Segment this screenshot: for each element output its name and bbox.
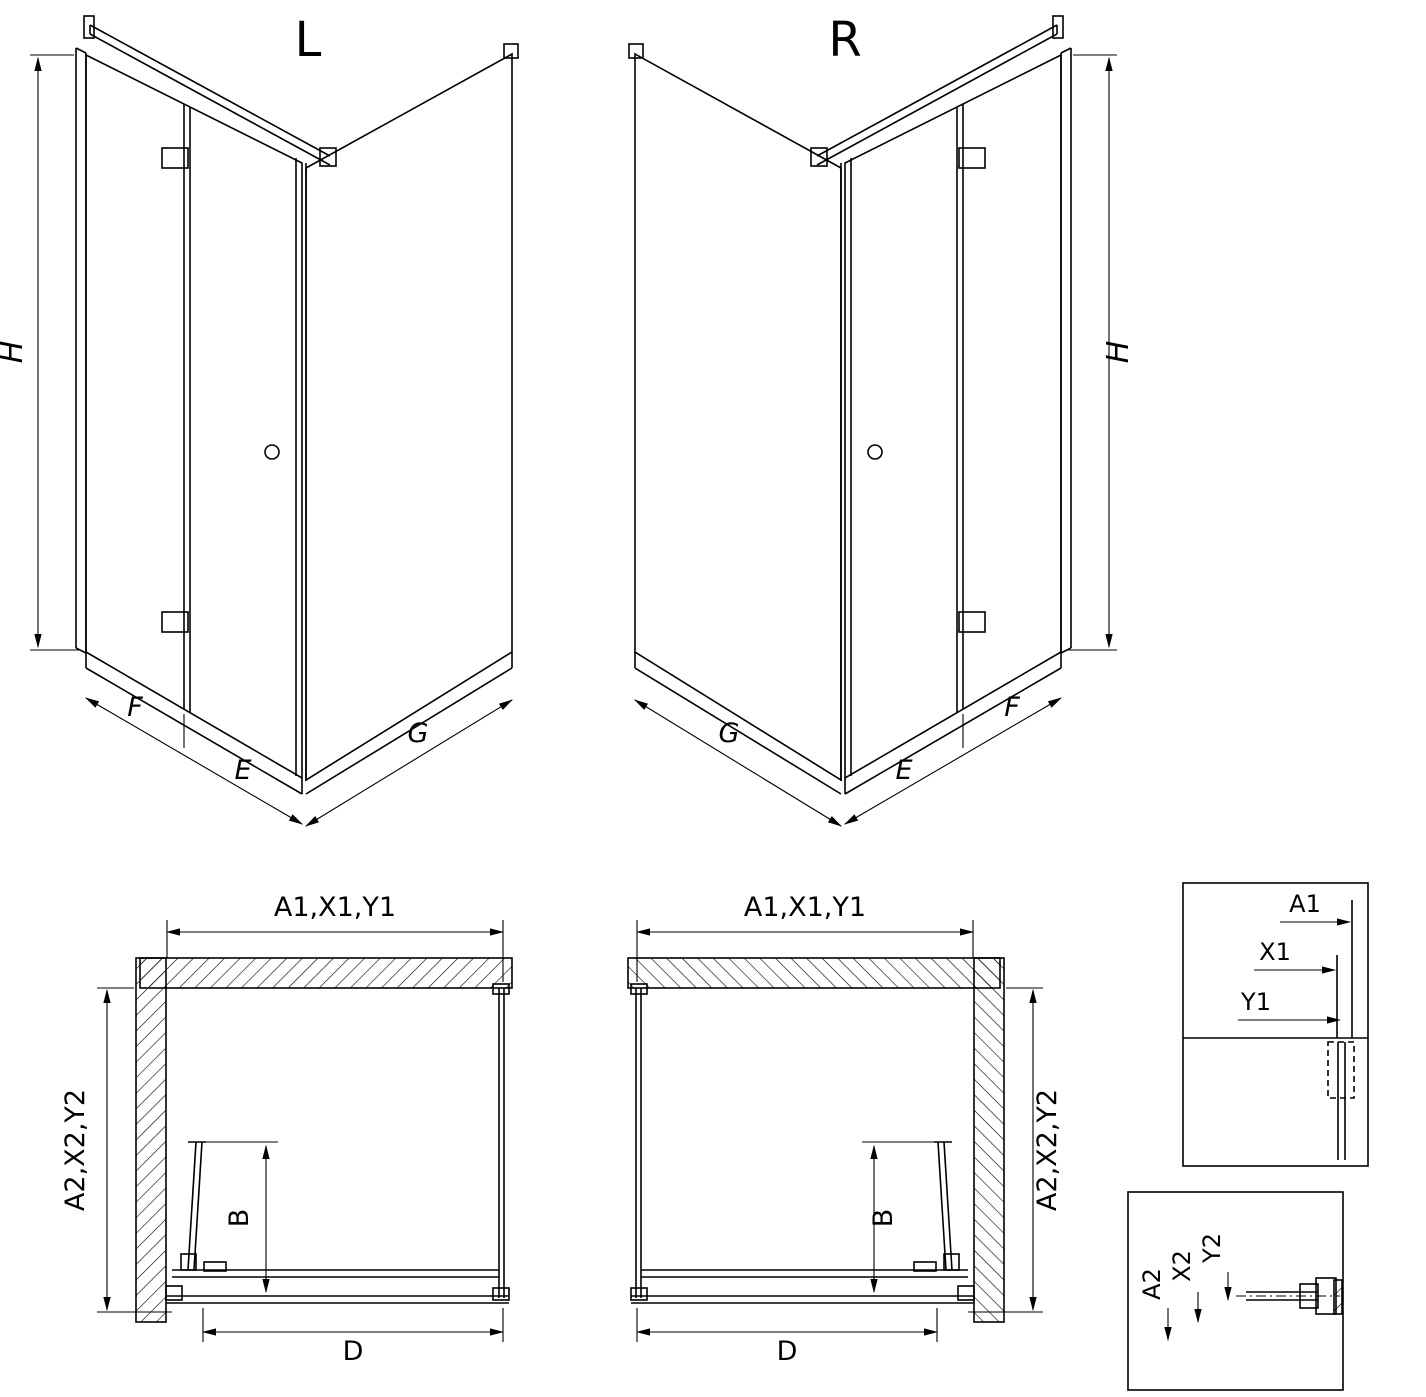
detail-view-top-profile <box>1182 882 1369 1167</box>
glass-edge-section <box>1236 1277 1343 1315</box>
dim-label-h-right: H <box>1101 341 1136 364</box>
plan-view-left-variant <box>97 920 512 1342</box>
dim-label-a2x2y2-left: A2,X2,Y2 <box>60 1089 91 1211</box>
dim-label-x1-detail: X1 <box>1259 938 1291 966</box>
dim-label-d-left: D <box>343 1336 364 1367</box>
detail-view-bottom-profile <box>1127 1191 1344 1391</box>
dim-label-d-right: D <box>777 1336 798 1367</box>
plan-view-right-variant <box>628 920 1043 1342</box>
iso-view-left-variant <box>30 16 518 826</box>
dim-label-a1x1y1-right: A1,X1,Y1 <box>744 892 866 923</box>
dim-label-e-left: E <box>234 755 251 786</box>
dim-label-b-right: B <box>868 1209 899 1228</box>
dim-label-a2-detail: A2 <box>1138 1268 1166 1300</box>
dim-label-f-right: F <box>1004 692 1020 723</box>
variant-label-right: R <box>828 12 861 68</box>
dim-label-a2x2y2-right: A2,X2,Y2 <box>1032 1089 1063 1211</box>
detail-top-dimension-lines <box>1238 918 1352 1024</box>
detail-top-frame <box>1182 882 1369 1167</box>
dim-label-a1-detail: A1 <box>1289 890 1321 918</box>
dim-label-b-left: B <box>224 1209 255 1228</box>
dim-label-e-right: E <box>895 755 912 786</box>
dim-label-g-right: G <box>719 718 740 749</box>
dim-label-h-left: H <box>0 341 30 364</box>
detail-bottom-dimension-lines <box>1164 1272 1232 1342</box>
dim-label-y1-detail: Y1 <box>1240 988 1271 1016</box>
dim-label-x2-detail: X2 <box>1168 1250 1196 1282</box>
dim-label-y2-detail: Y2 <box>1198 1233 1226 1264</box>
dim-label-a1x1y1-left: A1,X1,Y1 <box>274 892 396 923</box>
dim-label-g-left: G <box>408 718 429 749</box>
dim-label-f-left: F <box>127 692 143 723</box>
wall-profile-section <box>1327 900 1355 1160</box>
iso-view-right-variant <box>629 16 1117 826</box>
variant-label-left: L <box>295 12 322 68</box>
detail-bottom-frame <box>1127 1191 1344 1391</box>
